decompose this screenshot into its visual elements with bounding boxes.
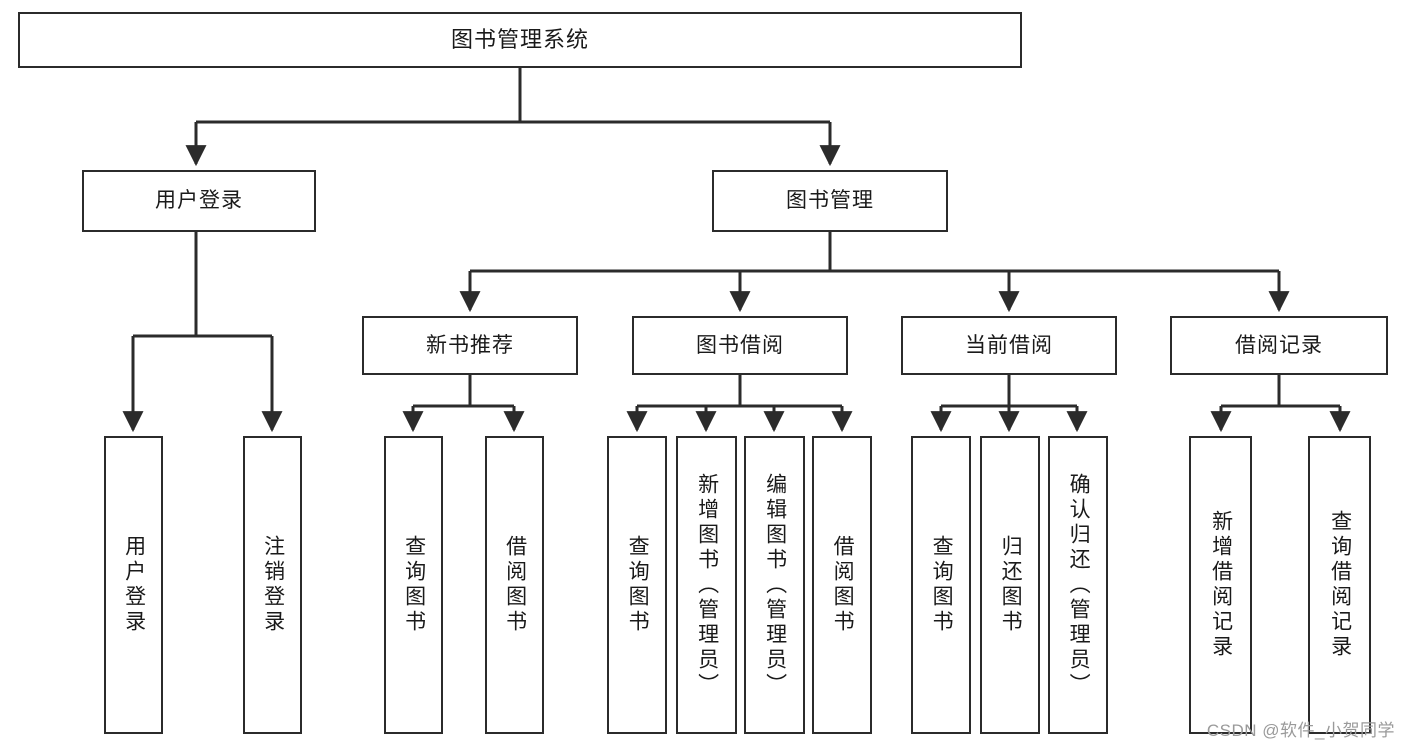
node-book-borrow[interactable]: 图书借阅 [632, 316, 848, 375]
node-book-borrow-label: 图书借阅 [696, 333, 784, 357]
node-leaf-add-record-label: 新增借阅记录 [1209, 510, 1233, 660]
node-user-login-label: 用户登录 [155, 189, 243, 213]
node-leaf-borrow-book-2[interactable]: 借阅图书 [812, 436, 872, 734]
node-user-login[interactable]: 用户登录 [82, 170, 316, 232]
node-leaf-query-book-2-label: 查询图书 [626, 535, 650, 635]
node-current-borrow-label: 当前借阅 [965, 333, 1053, 357]
node-leaf-query-book-2[interactable]: 查询图书 [607, 436, 667, 734]
node-current-borrow[interactable]: 当前借阅 [901, 316, 1117, 375]
node-leaf-query-book-1[interactable]: 查询图书 [384, 436, 443, 734]
node-leaf-logout-login-label: 注销登录 [261, 535, 285, 635]
node-book-manage-label: 图书管理 [786, 189, 874, 213]
node-leaf-edit-book-label: 编辑图书（管理员） [763, 472, 787, 698]
csdn-watermark: CSDN @软件_小贺同学 [1206, 721, 1395, 740]
node-root-label: 图书管理系统 [450, 26, 589, 52]
node-leaf-logout-login[interactable]: 注销登录 [243, 436, 302, 734]
node-leaf-user-login-label: 用户登录 [122, 535, 146, 635]
node-borrow-record-label: 借阅记录 [1235, 333, 1323, 357]
node-leaf-query-book-3-label: 查询图书 [930, 535, 954, 635]
node-leaf-add-book-label: 新增图书（管理员） [695, 472, 719, 698]
node-borrow-record[interactable]: 借阅记录 [1170, 316, 1388, 375]
node-leaf-confirm-return-label: 确认归还（管理员） [1067, 472, 1091, 698]
node-leaf-add-book[interactable]: 新增图书（管理员） [676, 436, 737, 734]
node-new-book-recommend[interactable]: 新书推荐 [362, 316, 578, 375]
node-book-manage[interactable]: 图书管理 [712, 170, 948, 232]
node-root[interactable]: 图书管理系统 [18, 12, 1022, 68]
node-leaf-return-book-label: 归还图书 [999, 535, 1023, 635]
node-leaf-query-book-3[interactable]: 查询图书 [911, 436, 971, 734]
node-leaf-return-book[interactable]: 归还图书 [980, 436, 1040, 734]
node-leaf-add-record[interactable]: 新增借阅记录 [1189, 436, 1252, 734]
node-new-book-recommend-label: 新书推荐 [426, 333, 514, 357]
node-leaf-confirm-return[interactable]: 确认归还（管理员） [1048, 436, 1108, 734]
node-leaf-query-record[interactable]: 查询借阅记录 [1308, 436, 1371, 734]
node-leaf-query-book-1-label: 查询图书 [402, 535, 426, 635]
node-leaf-user-login[interactable]: 用户登录 [104, 436, 163, 734]
node-leaf-query-record-label: 查询借阅记录 [1328, 510, 1352, 660]
node-leaf-borrow-book-1-label: 借阅图书 [503, 535, 527, 635]
node-leaf-borrow-book-1[interactable]: 借阅图书 [485, 436, 544, 734]
node-leaf-borrow-book-2-label: 借阅图书 [831, 535, 855, 635]
node-leaf-edit-book[interactable]: 编辑图书（管理员） [744, 436, 805, 734]
